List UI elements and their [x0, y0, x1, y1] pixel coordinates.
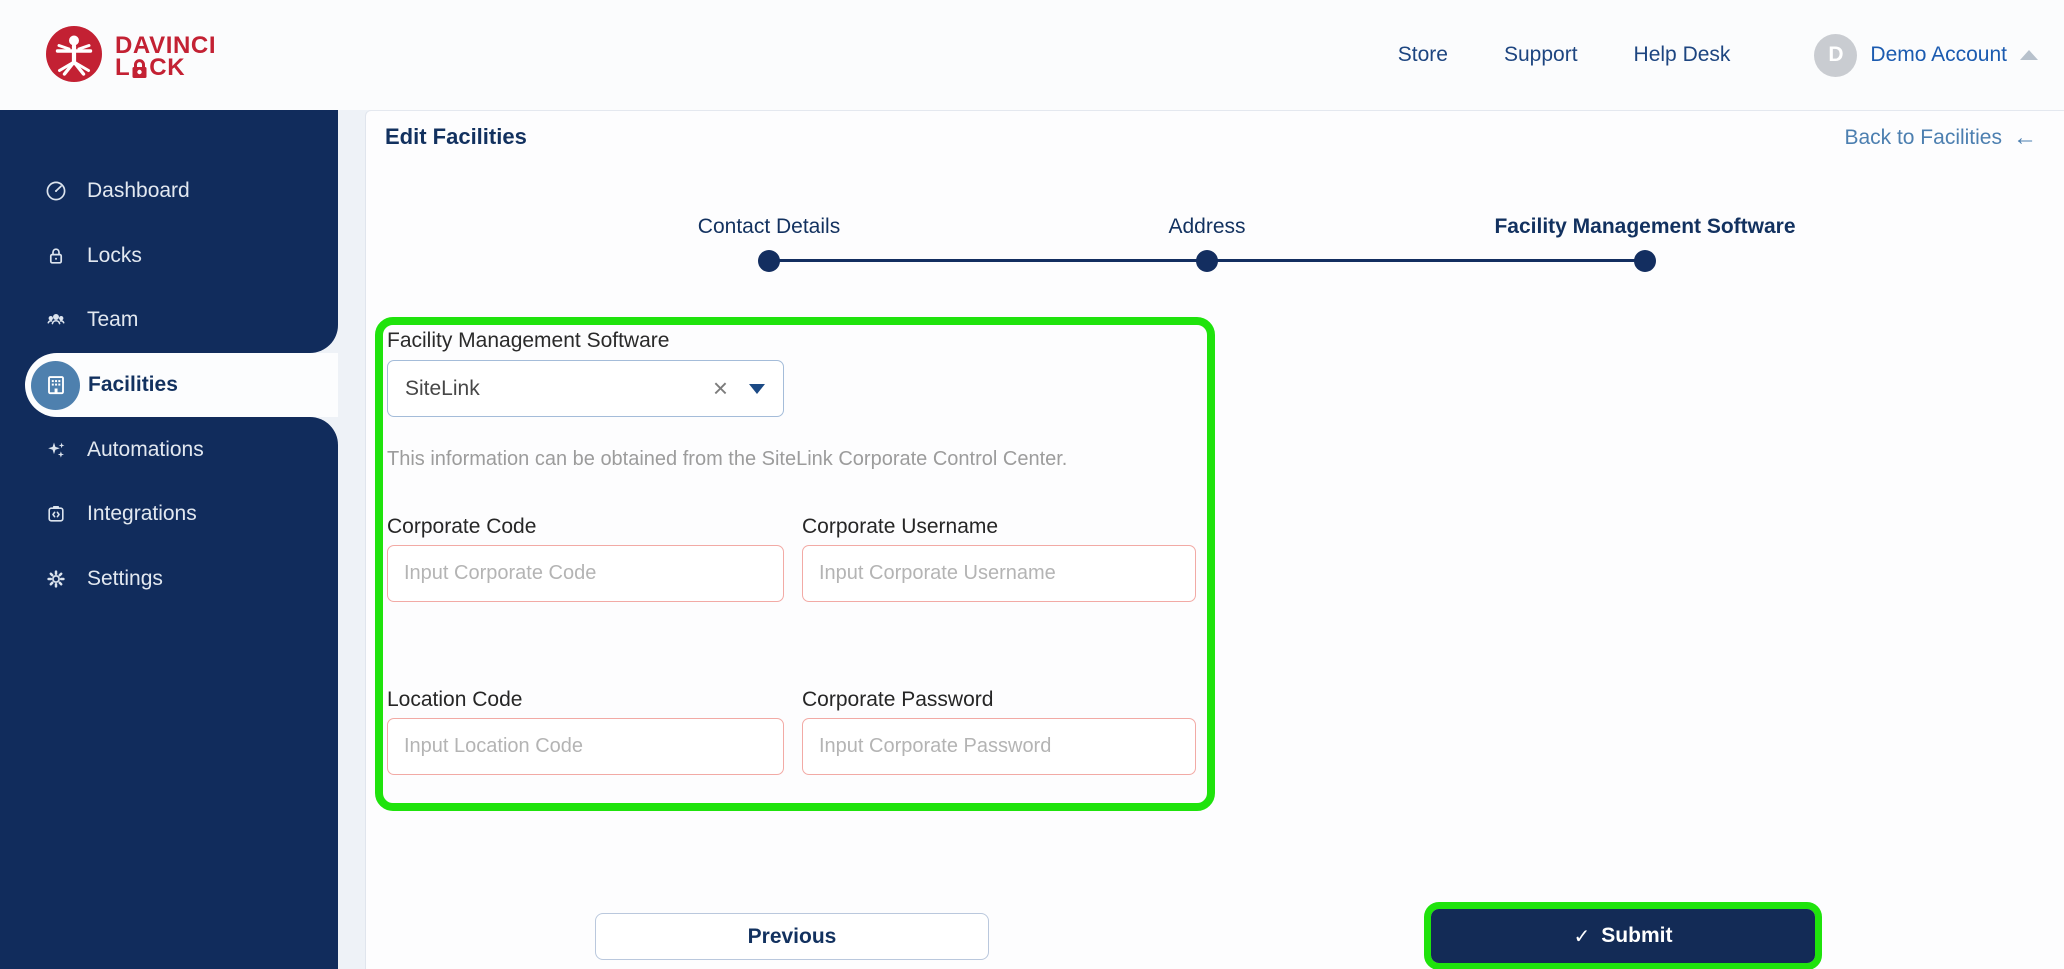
top-navigation: Store Support Help Desk D Demo Account [1398, 0, 2038, 110]
corporate-code-input[interactable] [387, 545, 784, 602]
step-dot-contact-details[interactable] [758, 250, 780, 272]
step-facility-management-software[interactable]: Facility Management Software [1494, 215, 1796, 238]
clear-selection-icon[interactable]: × [712, 373, 728, 403]
location-code-input[interactable] [387, 718, 784, 775]
sidebar-upper-block [0, 110, 338, 353]
sidebar-item-locks[interactable]: Locks [0, 224, 338, 288]
corporate-password-label: Corporate Password [802, 688, 994, 711]
previous-button[interactable]: Previous [595, 913, 989, 960]
corporate-username-label: Corporate Username [802, 515, 999, 538]
corporate-password-input[interactable] [802, 718, 1196, 775]
sidebar-item-facilities[interactable]: Facilities [0, 353, 338, 417]
corporate-username-input[interactable] [802, 545, 1196, 602]
left-arrow-icon: ← [2013, 124, 2037, 151]
back-to-facilities-link[interactable]: Back to Facilities ← [1844, 124, 2037, 151]
edit-facilities-panel: Edit Facilities Back to Facilities ← Con… [365, 110, 2064, 969]
step-dot-address[interactable] [1196, 250, 1218, 272]
sparkles-icon [44, 438, 68, 462]
dashboard-gauge-icon [44, 179, 68, 203]
sidebar: Dashboard Locks Team [0, 110, 338, 969]
integration-icon [44, 502, 68, 526]
step-address[interactable]: Address [1168, 215, 1246, 238]
page-title: Edit Facilities [385, 124, 527, 149]
check-icon: ✓ [1573, 925, 1591, 948]
account-name: Demo Account [1870, 43, 2007, 66]
sidebar-item-team[interactable]: Team [0, 288, 338, 352]
step-contact-details[interactable]: Contact Details [697, 215, 841, 238]
software-select-value: SiteLink [405, 376, 480, 400]
padlock-icon [44, 244, 68, 268]
software-select-label: Facility Management Software [387, 329, 670, 352]
gear-icon [44, 567, 68, 591]
sidebar-item-automations[interactable]: Automations [0, 418, 338, 482]
account-menu[interactable]: D Demo Account [1814, 33, 2038, 77]
padlock-o-icon [132, 59, 147, 78]
building-icon [31, 360, 80, 410]
software-helper-text: This information can be obtained from th… [387, 448, 1068, 470]
submit-button[interactable]: ✓ Submit [1431, 909, 1815, 963]
corporate-code-label: Corporate Code [387, 515, 537, 538]
sidebar-item-dashboard[interactable]: Dashboard [0, 159, 338, 223]
software-select[interactable]: SiteLink × [387, 360, 784, 417]
chevron-down-icon[interactable] [749, 383, 765, 394]
sidebar-item-integrations[interactable]: Integrations [0, 482, 338, 546]
step-dot-facility-management-software[interactable] [1634, 250, 1656, 272]
sidebar-item-settings[interactable]: Settings [0, 547, 338, 611]
davinci-logo-mark-icon [44, 24, 104, 89]
team-icon [44, 308, 68, 332]
submit-highlight-box: ✓ Submit [1424, 902, 1822, 969]
chevron-up-icon [2020, 50, 2038, 60]
nav-store-link[interactable]: Store [1397, 43, 1448, 66]
nav-support-link[interactable]: Support [1503, 43, 1578, 66]
location-code-label: Location Code [387, 688, 523, 711]
logo-word-davinci: DAVINCI [115, 31, 217, 59]
nav-helpdesk-link[interactable]: Help Desk [1633, 43, 1731, 66]
avatar: D [1814, 33, 1858, 77]
facilities-active-pill: Facilities [25, 353, 338, 417]
